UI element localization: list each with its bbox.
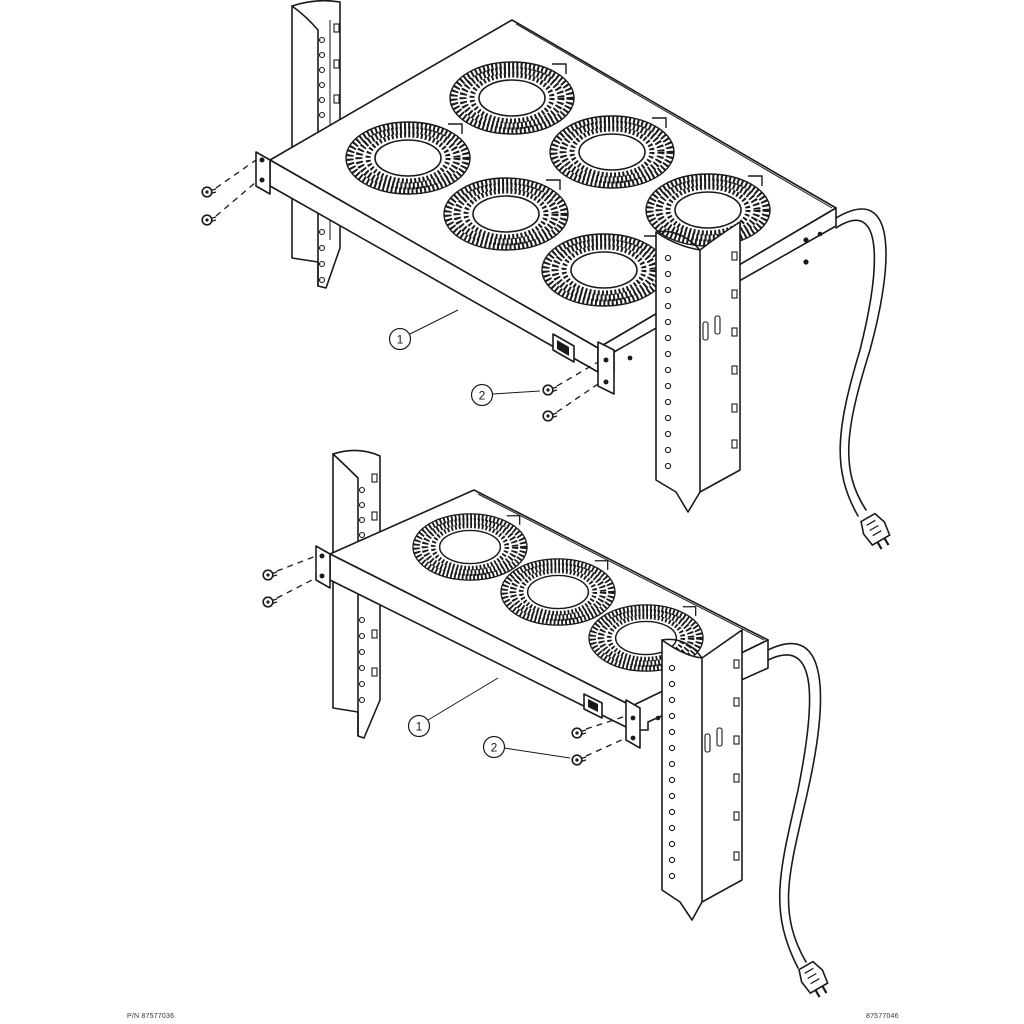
fan-grill-2 (346, 122, 470, 194)
callout-2-top: 2 (470, 383, 541, 407)
top-assembly: 1 2 (201, 0, 897, 555)
fan-grill-3 (550, 116, 674, 188)
power-cord-top (835, 208, 897, 555)
front-rail-holes-bottom (668, 659, 740, 880)
drawing-number-label: 87577046 (866, 1013, 899, 1020)
part-number-label: P/N 87577036 (127, 1013, 175, 1020)
callout-1-bottom: 1 (407, 677, 499, 738)
front-rail-holes-top (664, 251, 738, 470)
fan-grill-4 (444, 178, 568, 250)
fan-grill-b2 (501, 559, 615, 625)
power-switch-bottom (583, 693, 603, 719)
rear-rail-holes-top (318, 23, 340, 284)
power-cord-bottom (767, 642, 835, 1003)
callout-1-top-label: 1 (397, 333, 404, 347)
callout-1-top: 1 (388, 309, 459, 351)
front-rack-rail-bottom (661, 629, 743, 921)
power-switch (552, 333, 575, 363)
callout-2-bottom: 2 (482, 735, 571, 759)
rear-rack-rail-bottom (332, 449, 381, 739)
screws-top (201, 159, 599, 422)
fan-grill-5 (646, 174, 770, 246)
rear-rail-holes-bottom (358, 473, 378, 704)
bottom-assembly: 1 2 (262, 449, 835, 1003)
fan-grill-b1 (413, 514, 527, 580)
fan-grill-6 (542, 234, 666, 306)
front-rack-rail-top (655, 221, 741, 513)
callout-2-bottom-label: 2 (491, 741, 498, 755)
fan-grill-1 (450, 62, 574, 134)
callout-2-top-label: 2 (479, 389, 486, 403)
callout-1-bottom-label: 1 (416, 720, 423, 734)
screws-bottom (262, 555, 627, 766)
